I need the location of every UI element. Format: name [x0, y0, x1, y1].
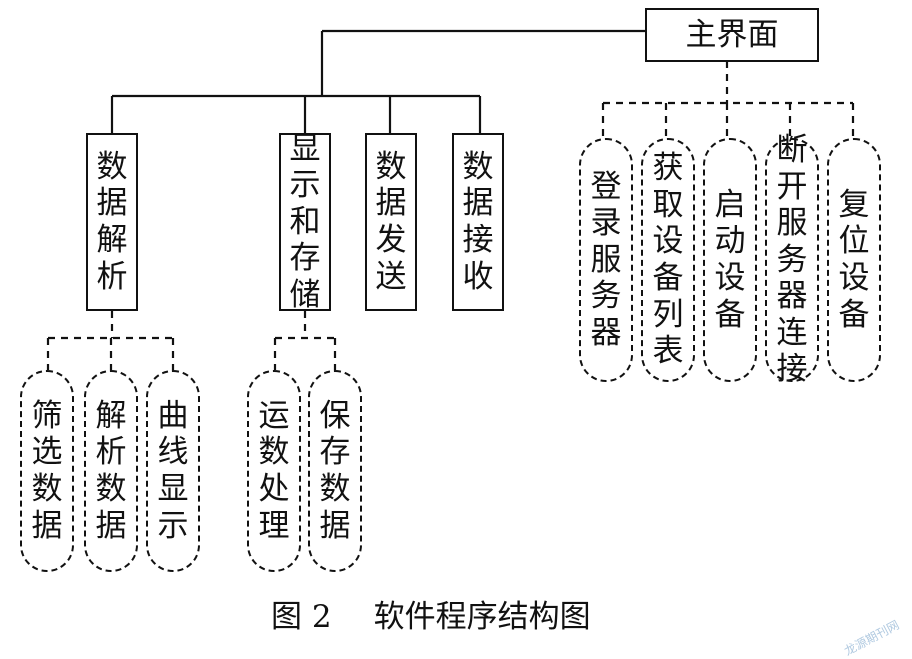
figure-caption: 图 2 软件程序结构图: [257, 596, 657, 635]
start-device-label: 启动设备: [714, 186, 746, 333]
data-send-label: 数据发送: [375, 148, 407, 295]
process-data-label: 运数处理: [258, 397, 290, 544]
main-interface-box: 主界面: [645, 8, 819, 62]
reset-device-node: 复位设备: [827, 138, 881, 382]
main-interface-label: 主界面: [685, 16, 779, 53]
save-data-node: 保存数据: [308, 370, 362, 572]
save-data-label: 保存数据: [319, 397, 351, 544]
reset-device-label: 复位设备: [838, 186, 870, 333]
start-device-node: 启动设备: [703, 138, 757, 382]
figure-number: 图 2: [271, 598, 332, 635]
login-server-node: 登录服务器: [579, 138, 633, 382]
filter-data-label: 筛选数据: [31, 397, 63, 544]
get-device-list-label: 获取设备列表: [652, 150, 684, 370]
curve-display-node: 曲线显示: [146, 370, 200, 572]
curve-display-label: 曲线显示: [157, 397, 189, 544]
filter-data-node: 筛选数据: [20, 370, 74, 572]
display-store-box: 显示和存储: [279, 130, 331, 313]
data-send-box: 数据发送: [365, 133, 417, 311]
data-receive-box: 数据接收: [452, 133, 504, 311]
dashed-connectors: [46, 61, 855, 370]
parse-data-node: 解析数据: [84, 370, 138, 572]
disconnect-server-label: 断开服务器连接: [776, 131, 808, 388]
get-device-list-node: 获取设备列表: [641, 138, 695, 382]
parse-data-label: 解析数据: [95, 397, 127, 544]
figure-title: 软件程序结构图: [373, 598, 591, 635]
login-server-label: 登录服务器: [590, 168, 622, 351]
data-receive-label: 数据接收: [462, 148, 494, 295]
display-store-label: 显示和存储: [289, 130, 321, 313]
data-parse-label: 数据解析: [96, 148, 128, 295]
software-structure-diagram: [46, 29, 855, 370]
disconnect-server-node: 断开服务器连接: [765, 132, 819, 387]
process-data-node: 运数处理: [247, 370, 301, 572]
data-parse-box: 数据解析: [86, 133, 138, 311]
solid-connectors: [110, 29, 645, 133]
